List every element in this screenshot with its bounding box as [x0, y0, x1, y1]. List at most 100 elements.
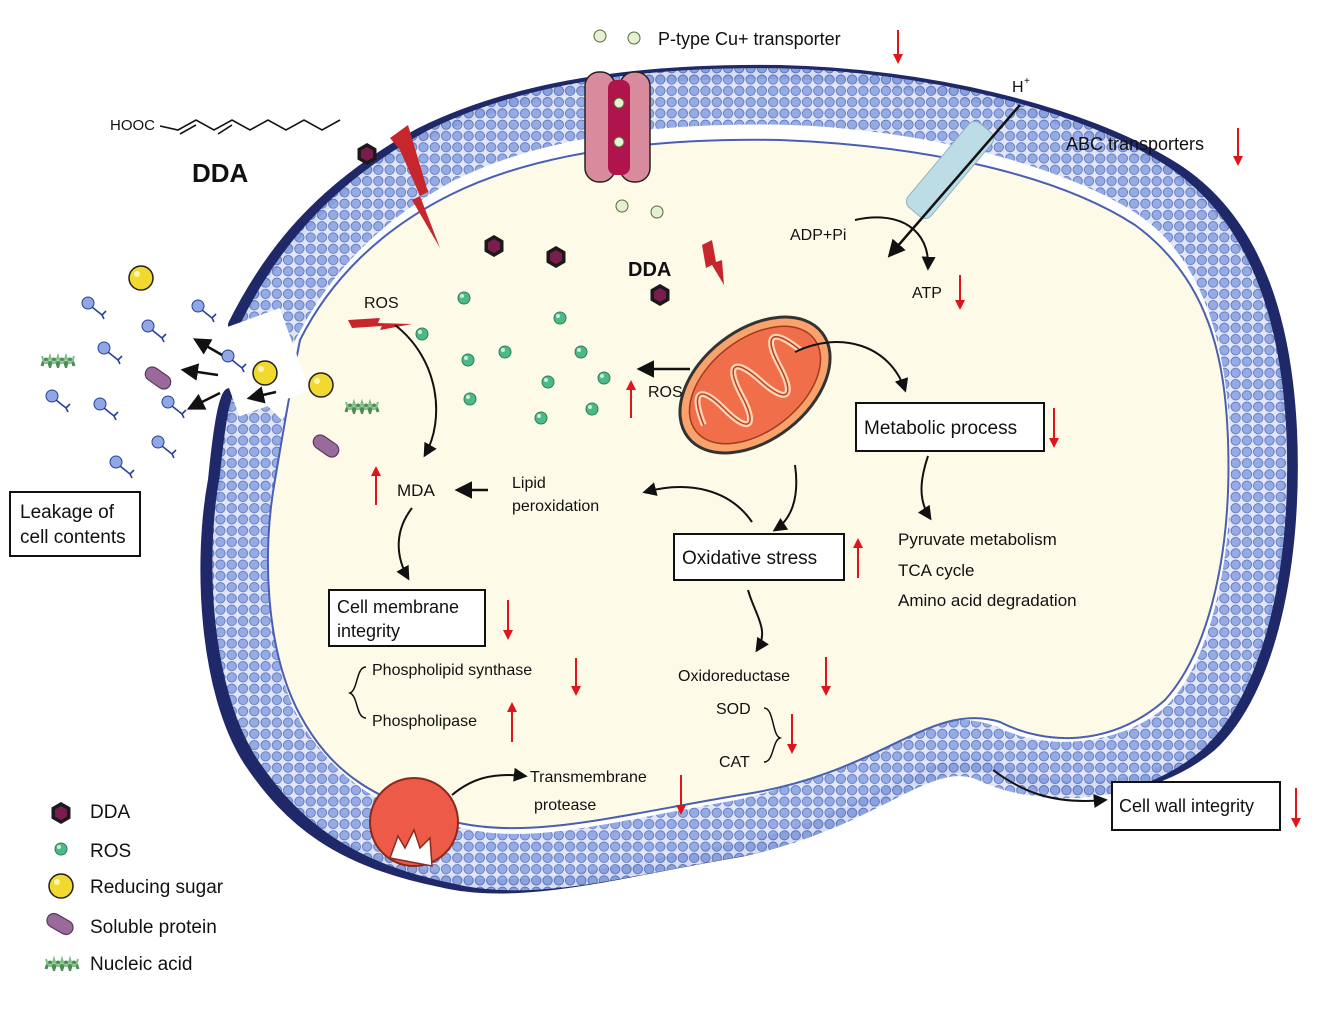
- mda-label: MDA: [397, 481, 435, 500]
- ros-dot-icon: [415, 327, 429, 341]
- ros-dot-icon: [534, 411, 548, 425]
- tca-label: TCA cycle: [898, 561, 975, 580]
- lipid-peroxidation-label-2: peroxidation: [512, 498, 599, 515]
- metabolic-process-box: [855, 402, 1045, 452]
- cell: [200, 64, 1298, 894]
- metabolic-sub-arrow: [917, 455, 932, 521]
- proton-arrow: [887, 104, 1021, 258]
- legend-label: Nucleic acid: [90, 954, 192, 975]
- oxidative-oxidoreductase-arrow: [747, 589, 769, 653]
- ros-dot-icon: [541, 375, 555, 389]
- legend-protein-icon: [43, 910, 77, 938]
- mito-metabolic-arrow: [794, 340, 909, 393]
- lightning-bolt-icon: [702, 240, 724, 285]
- cu-ion: [593, 29, 607, 43]
- lightning-bolt-icon: [390, 125, 440, 248]
- ros-dot-icon: [457, 291, 471, 305]
- abc-transporter: [905, 120, 995, 220]
- lipid-peroxidation-label-1: Lipid: [512, 475, 546, 492]
- cell-wall-box: [1111, 781, 1281, 831]
- cell-membrane-label-2: integrity: [337, 621, 400, 641]
- antibody-icon: [97, 341, 123, 365]
- oxidoreductase-label: Oxidoreductase: [678, 668, 790, 685]
- soluble-protein-icon: [141, 363, 175, 393]
- leak-arrow: [186, 391, 221, 410]
- ros-dot-icon: [574, 345, 588, 359]
- proton-label: H: [1012, 79, 1024, 96]
- ros-top-label: ROS: [364, 295, 399, 312]
- legend: DDA ROS Reducing sugar Soluble protein N…: [43, 802, 224, 975]
- metabolic-process-label: Metabolic process: [864, 418, 1017, 439]
- cu-ion: [615, 199, 629, 213]
- legend-sugar-icon: [48, 873, 74, 899]
- mito-oxidative-arrow: [772, 464, 798, 532]
- ros-mito-label: ROS: [648, 384, 683, 401]
- ros-dot-icon: [585, 402, 599, 416]
- legend-nucleic-acid-icon: [44, 957, 80, 971]
- ros-dot-icon: [461, 353, 475, 367]
- sod-label: SOD: [716, 701, 751, 718]
- transmembrane-label-2: protease: [534, 797, 596, 814]
- leak-arrow: [192, 338, 223, 357]
- protease-arrow: [451, 767, 528, 796]
- leakage-label-2: cell contents: [20, 527, 126, 548]
- dda-inside-label: DDA: [628, 259, 671, 281]
- dda-title: DDA: [192, 158, 249, 188]
- transmembrane-protease: [369, 777, 459, 867]
- nucleic-acid-icon: [40, 354, 76, 368]
- leakage-box: [9, 491, 141, 557]
- oxidative-stress-box: [673, 533, 845, 581]
- leakage-label-1: Leakage of: [20, 502, 115, 523]
- legend-label: Soluble protein: [90, 917, 217, 938]
- legend-label: ROS: [90, 841, 131, 862]
- brace: [347, 666, 367, 719]
- cu-ion: [650, 205, 664, 219]
- cu-transporter-label: P-type Cu+ transporter: [658, 29, 841, 49]
- oxidative-lipid-arrow: [642, 482, 753, 523]
- reducing-sugar-icon: [252, 360, 278, 386]
- cell-wall-label: Cell wall integrity: [1119, 796, 1254, 816]
- atp-arrow: [854, 216, 936, 271]
- legend-ros-icon: [54, 842, 68, 856]
- ros-to-mda-arrow: [394, 324, 438, 458]
- dda-structure: HOOC DDA: [110, 117, 341, 188]
- transmembrane-label-1: Transmembrane: [530, 769, 647, 786]
- brace: [763, 707, 783, 763]
- phospholipase-label: Phospholipase: [372, 713, 477, 730]
- antibody-icon: [161, 395, 187, 419]
- cu-ion: [627, 31, 641, 45]
- antibody-icon: [151, 435, 177, 459]
- dda-formula: HOOC: [110, 117, 155, 134]
- cat-label: CAT: [719, 754, 750, 771]
- antibody-icon: [191, 299, 217, 323]
- reducing-sugar-icon: [128, 265, 154, 291]
- cytoplasm: [266, 138, 1230, 830]
- ros-dot-icon: [553, 311, 567, 325]
- legend-label: DDA: [90, 802, 130, 823]
- antibody-icon: [141, 319, 167, 343]
- antibody-icon: [81, 296, 107, 320]
- legend-dda-icon: [51, 802, 71, 824]
- oxidative-stress-label: Oxidative stress: [682, 548, 817, 569]
- phospholipid-synthase-label: Phospholipid synthase: [372, 662, 532, 679]
- leak-arrow: [180, 363, 219, 381]
- antibody-icon: [45, 389, 71, 413]
- reducing-sugar-icon: [308, 372, 334, 398]
- antibody-icon: [109, 455, 135, 479]
- mitochondrion: [678, 315, 832, 455]
- mda-membrane-arrow: [396, 507, 413, 581]
- amino-label: Amino acid degradation: [898, 591, 1077, 610]
- adp-pi-label: ADP+Pi: [790, 227, 846, 244]
- cell-membrane-label-1: Cell membrane: [337, 597, 459, 617]
- ros-dot-icon: [597, 371, 611, 385]
- ros-dot-icon: [498, 345, 512, 359]
- legend-label: Reducing sugar: [90, 877, 224, 898]
- atp-label: ATP: [912, 285, 942, 302]
- cell-membrane-box: [328, 589, 486, 647]
- leak-arrow: [246, 386, 277, 404]
- cell-wall-arrow: [992, 769, 1108, 808]
- antibody-icon: [93, 397, 119, 421]
- proton-sup: +: [1024, 76, 1030, 87]
- cu-transporter: [584, 71, 651, 183]
